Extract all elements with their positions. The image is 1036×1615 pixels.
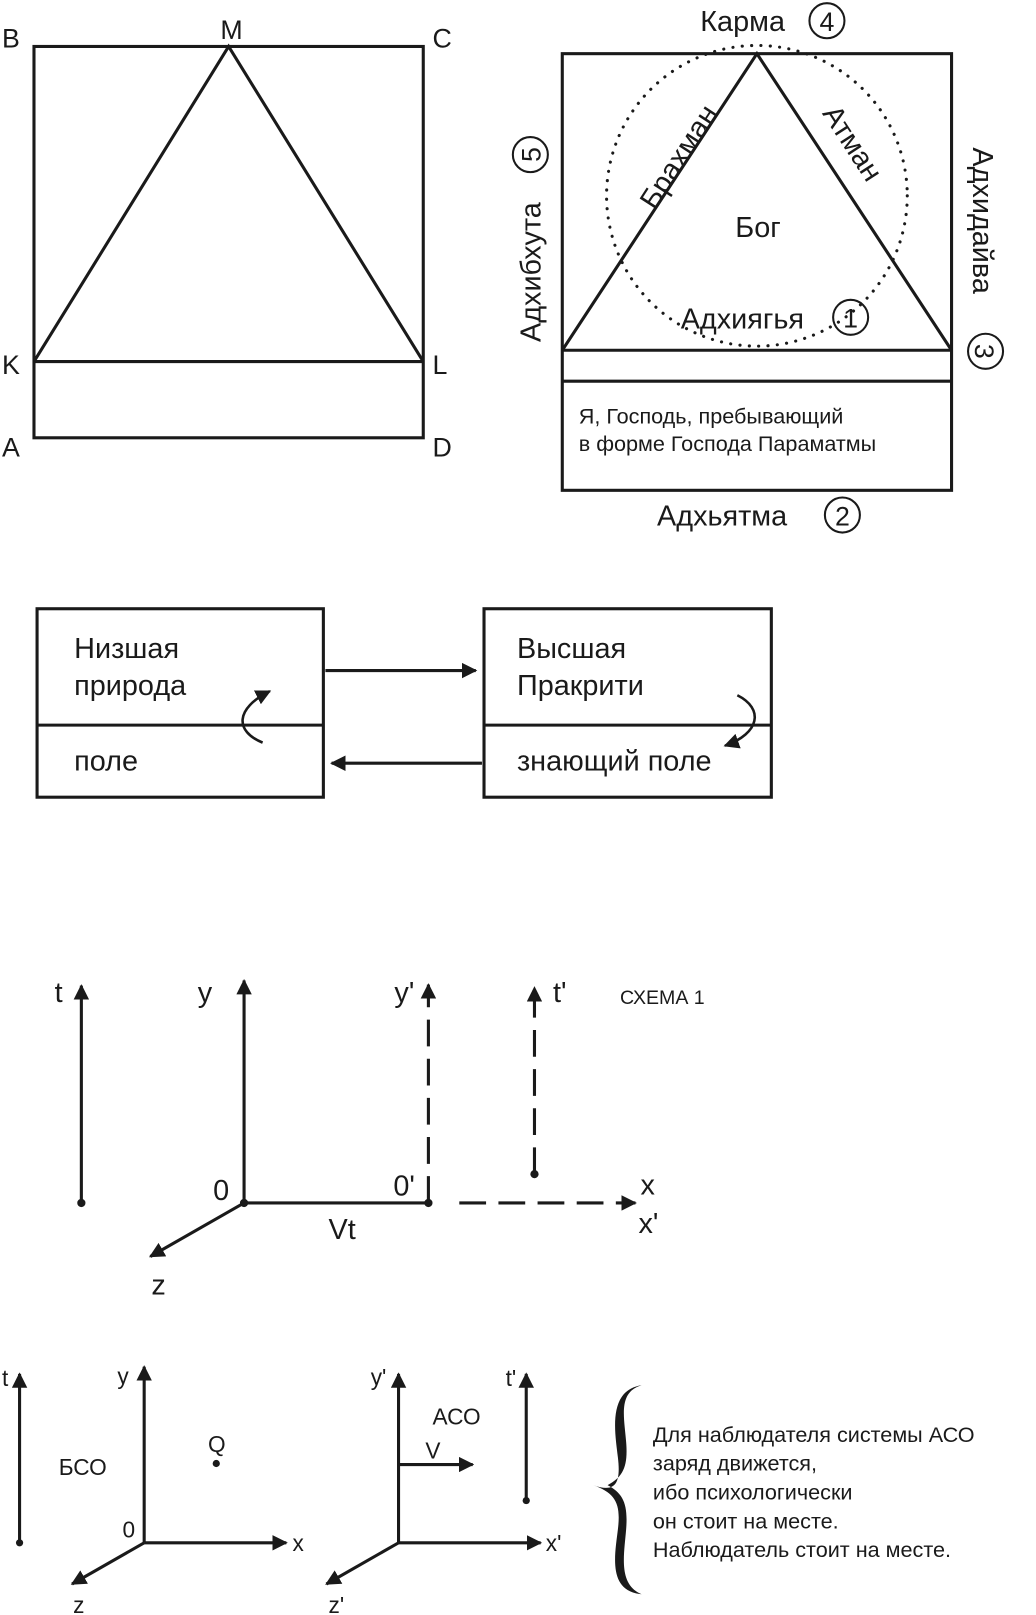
q-label: Q — [208, 1431, 226, 1457]
paramatma-line-1: Я, Господь, пребывающий — [579, 403, 844, 428]
origin-label: 0 — [213, 1175, 229, 1207]
triangle — [560, 50, 953, 352]
t-axis-dot — [77, 1198, 86, 1208]
note-line-3: ибо психологически — [653, 1480, 853, 1505]
lower-nature-line-1: Низшая — [74, 633, 179, 665]
label-a: A — [2, 432, 20, 462]
adhyatma-label: Адхьятма — [657, 500, 788, 532]
figure5-bso-aso: t y x z 0 БСО Q y' x' z' АСО V t' Для на… — [2, 1363, 975, 1615]
y-prime-label: y' — [394, 977, 414, 1009]
x-prime-label: x' — [638, 1208, 658, 1240]
z-axis — [149, 1201, 245, 1258]
note-line-1: Для наблюдателя системы АСО — [653, 1422, 975, 1447]
god-label: Бог — [735, 212, 780, 244]
brahman-label: Брахман — [634, 99, 725, 215]
z-label: z — [151, 1270, 165, 1302]
origin-label-bso: 0 — [123, 1517, 136, 1543]
curly-brace — [593, 1385, 642, 1595]
adhyatma-number: 2 — [835, 501, 850, 531]
lower-nature-line-2: природа — [74, 670, 187, 702]
t-prime-label: t' — [553, 977, 567, 1009]
note-line-2: заряд движется, — [653, 1451, 817, 1476]
karma-label: Карма — [700, 6, 786, 38]
higher-prakriti-box — [482, 607, 773, 799]
note-line-5: Наблюдатель стоит на месте. — [653, 1537, 951, 1562]
adhiyajna-number: 1 — [843, 304, 858, 334]
paramatma-line-2: в форме Господа Параматмы — [579, 431, 876, 456]
outer-square — [32, 44, 425, 440]
t-prime-dot-aso — [522, 1496, 530, 1505]
lower-cycle-arrow — [241, 689, 272, 744]
adhibhuta-number: 5 — [517, 147, 547, 162]
z-prime-label-aso: z' — [329, 1592, 345, 1615]
bso-label: БСО — [59, 1454, 107, 1480]
adhidaiva-label: Адхидайва — [966, 147, 998, 295]
figure2-god-diagram: Карма 4 Адхибхута 5 Адхидайва 3 Брахман … — [511, 2, 1005, 534]
label-b: B — [2, 23, 20, 53]
y-label: y — [198, 977, 213, 1009]
label-m: M — [220, 15, 242, 45]
field-label: поле — [74, 745, 138, 777]
label-c: C — [433, 23, 452, 53]
t-axis-bso-dot — [15, 1539, 24, 1547]
z-axis-bso — [70, 1541, 145, 1586]
adhibhuta-number-circle — [511, 136, 549, 174]
x-prime-label-aso: x' — [546, 1530, 562, 1556]
dotted-circle — [605, 43, 909, 348]
adhyatma-number-circle — [823, 496, 861, 534]
t-prime-label-aso: t' — [506, 1365, 517, 1391]
t-label-bso: t — [2, 1365, 9, 1391]
note-line-4: он стоит на месте. — [653, 1508, 839, 1533]
aso-label: АСО — [433, 1403, 481, 1429]
z-label-bso: z — [73, 1592, 84, 1615]
figure1-square-triangle: B M C K L A D — [2, 15, 452, 462]
adhidaiva-number-circle — [967, 332, 1005, 370]
t-prime-dot — [530, 1169, 539, 1179]
higher-prakriti-line-1: Высшая — [517, 633, 626, 665]
y-label-bso: y — [117, 1363, 129, 1389]
x-label: x — [641, 1170, 656, 1202]
lower-nature-box — [35, 607, 325, 799]
karma-number: 4 — [820, 7, 835, 37]
adhiyajna-number-circle — [832, 298, 870, 336]
x-label-bso: x — [292, 1530, 304, 1556]
figure4-scheme-1: t y y' t' СХЕМА 1 z 0 0' Vt x x' — [55, 977, 705, 1301]
v-label: V — [425, 1437, 440, 1463]
vt-label: Vt — [329, 1214, 356, 1246]
adhiyajna-label: Адхиягья — [681, 304, 804, 336]
q-dot — [212, 1459, 220, 1468]
y-prime-label-aso: y' — [371, 1364, 387, 1390]
knower-of-field-label: знающий поле — [517, 745, 712, 777]
t-label: t — [55, 977, 63, 1009]
scheme-title: СХЕМА 1 — [620, 987, 705, 1009]
karma-number-circle — [808, 2, 846, 40]
adhidaiva-number: 3 — [969, 344, 999, 359]
label-k: K — [2, 350, 20, 380]
label-d: D — [433, 432, 452, 462]
origin-prime-label: 0' — [393, 1171, 415, 1203]
z-prime-axis-aso — [325, 1541, 400, 1586]
figure3-nature-boxes: Низшая природа поле Высшая Пракрити знаю… — [35, 607, 773, 799]
adhibhuta-label: Адхибхута — [516, 201, 548, 342]
atman-label: Атман — [816, 100, 888, 188]
triangle-klm — [32, 43, 425, 363]
higher-cycle-arrow — [723, 694, 756, 749]
higher-prakriti-line-2: Пракрити — [517, 670, 644, 702]
label-l: L — [433, 350, 448, 380]
